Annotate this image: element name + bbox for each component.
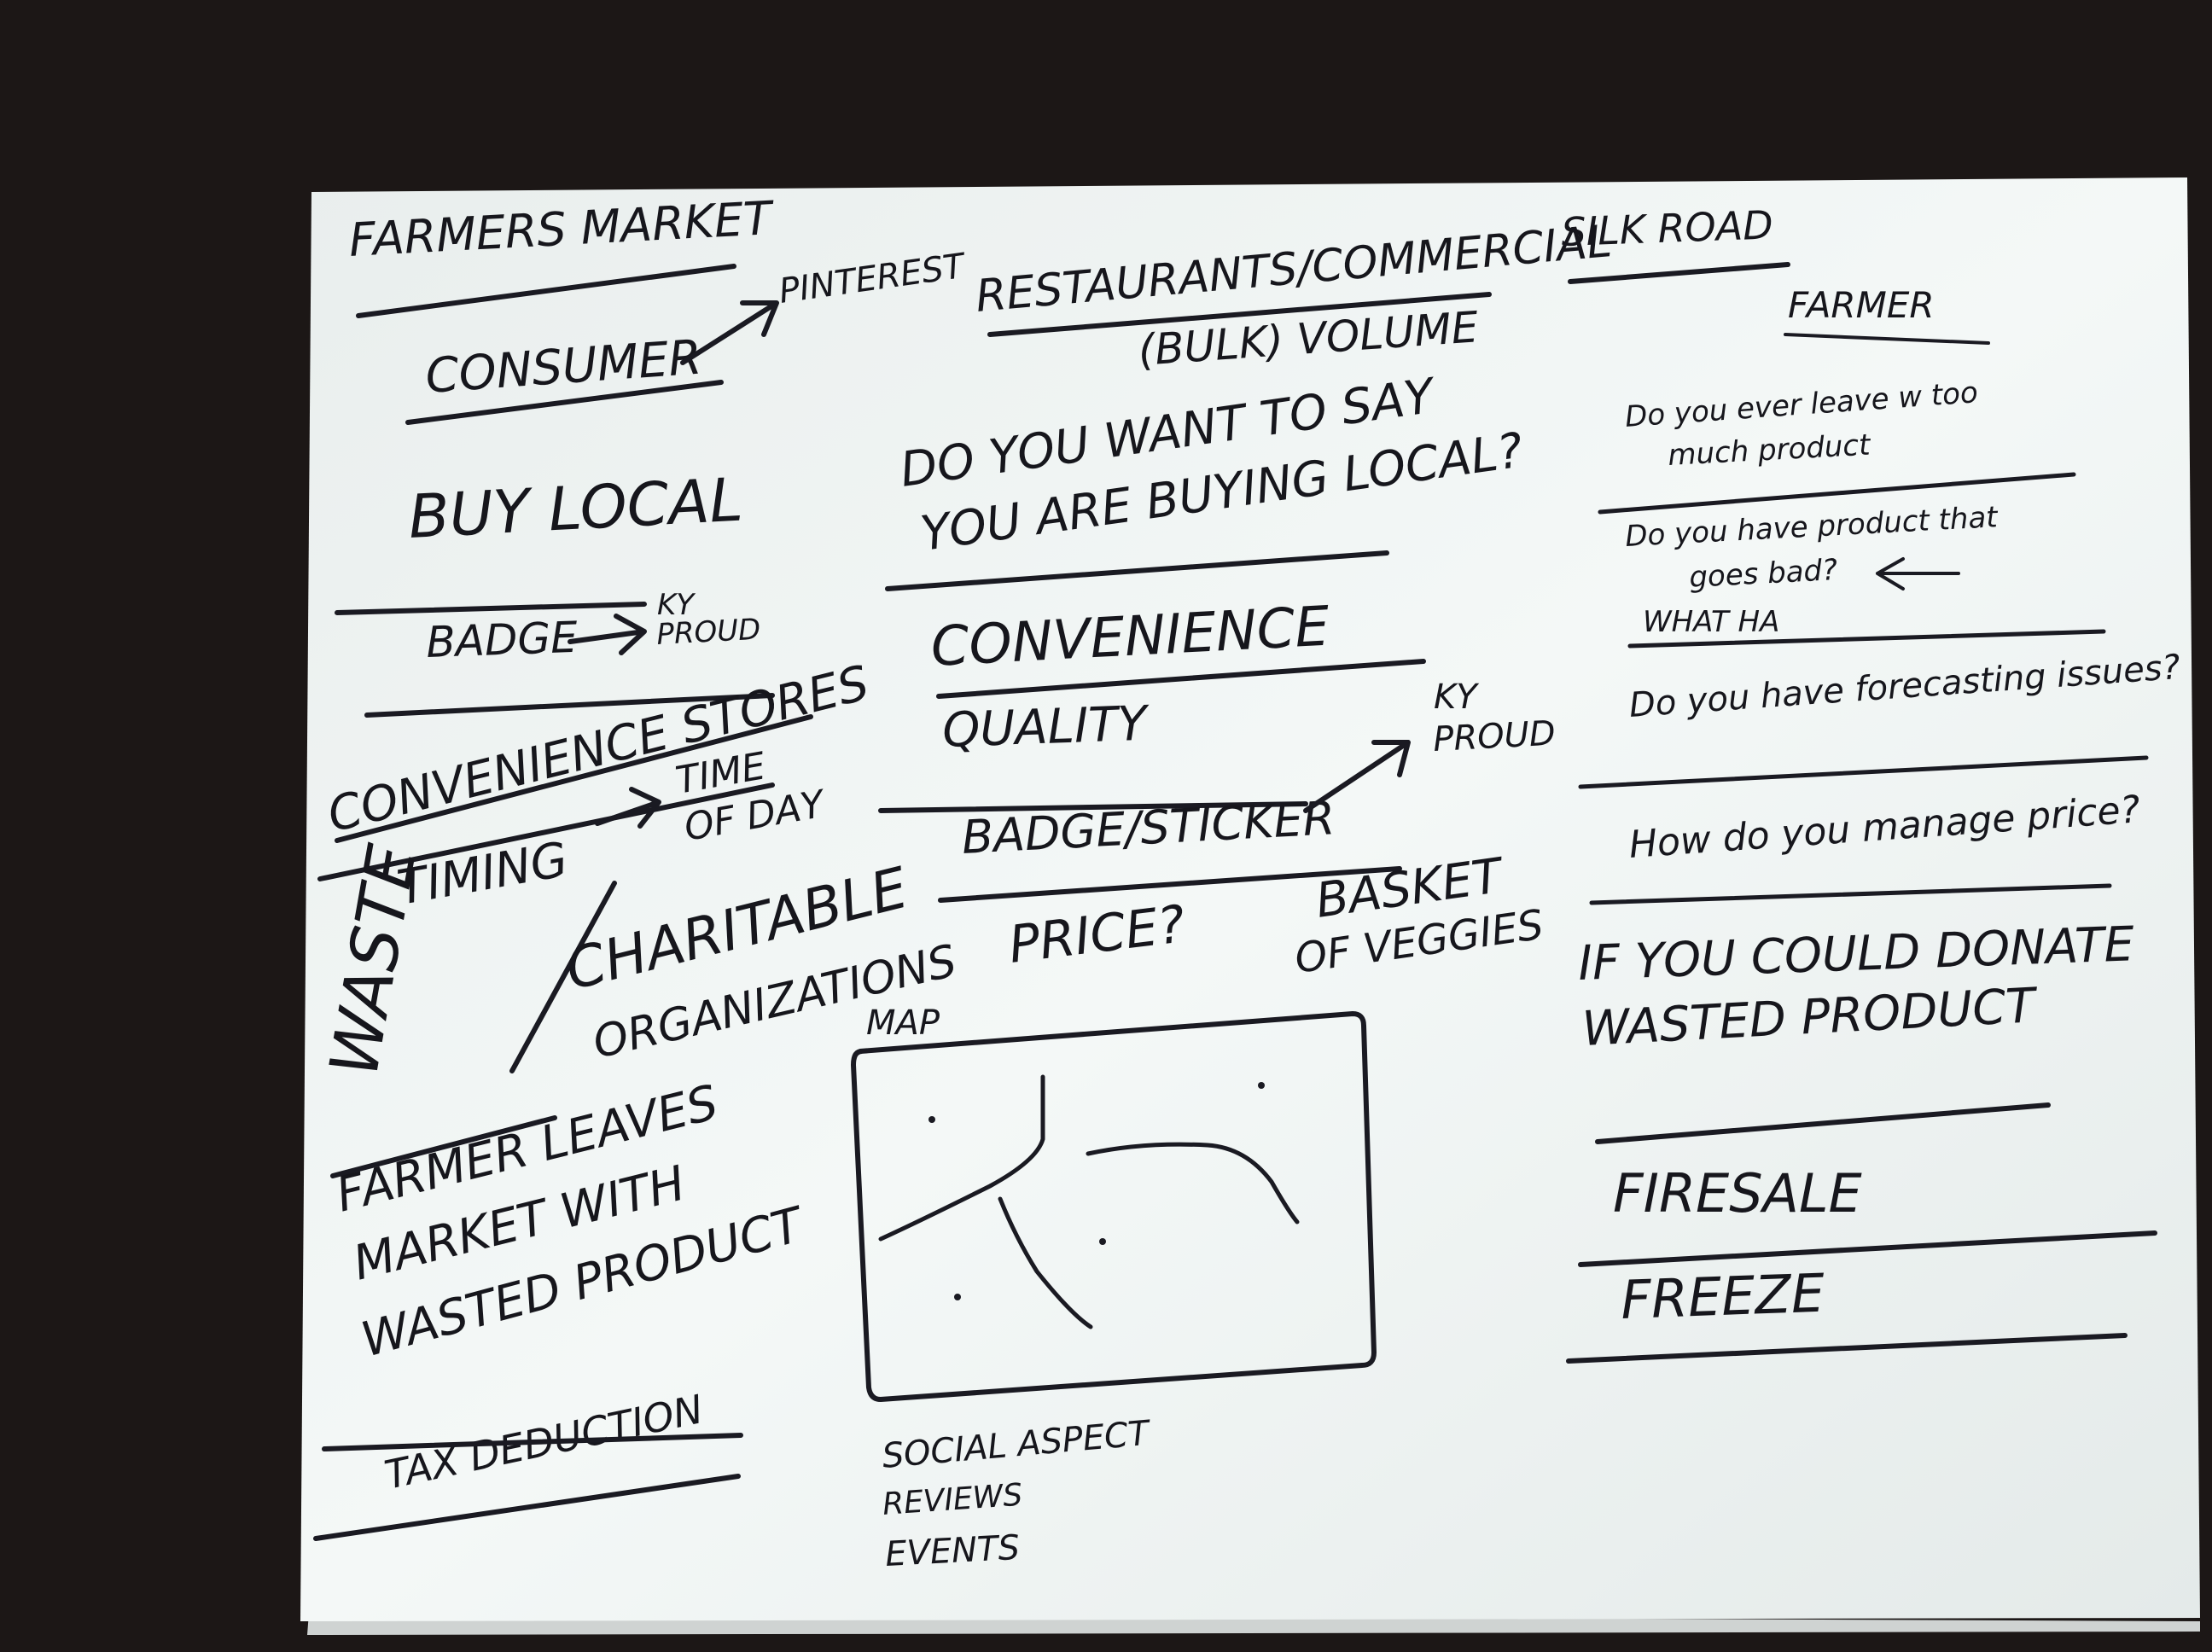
divider-line bbox=[1578, 1230, 2157, 1267]
map-road bbox=[998, 1196, 1093, 1329]
arrow-icon bbox=[1303, 740, 1411, 813]
buy-local-label: BUY LOCAL bbox=[407, 465, 745, 552]
divider-line bbox=[356, 264, 736, 318]
divider-line bbox=[335, 602, 647, 615]
divider-line bbox=[938, 866, 1402, 903]
map-marker bbox=[1258, 1082, 1265, 1089]
ky-proud-label: PROUD bbox=[1432, 714, 1557, 759]
map-road bbox=[1086, 1142, 1300, 1224]
ky-proud-label: KY bbox=[657, 588, 696, 622]
divider-line bbox=[1578, 755, 2149, 789]
badge-label: BADGE bbox=[425, 613, 579, 667]
ky-proud-label: PROUD bbox=[655, 613, 761, 652]
arrow-icon bbox=[1876, 557, 1960, 590]
divider-line bbox=[1598, 472, 2076, 515]
silk-road-heading: SILK ROAD bbox=[1560, 201, 1773, 255]
divider-line bbox=[322, 1433, 743, 1451]
divider-line bbox=[878, 801, 1308, 813]
arrow-icon bbox=[680, 300, 779, 365]
map-label: MAP bbox=[866, 1003, 940, 1043]
divider-line bbox=[1589, 883, 2112, 905]
map-road bbox=[878, 1074, 1045, 1242]
paper-sheet bbox=[300, 177, 2200, 1621]
quality-label: QUALITY bbox=[941, 696, 1150, 759]
divider-line bbox=[885, 550, 1389, 591]
divider-line bbox=[1627, 629, 2106, 649]
underline bbox=[335, 714, 813, 843]
map-marker bbox=[1099, 1238, 1106, 1245]
ky-proud-label: KY bbox=[1434, 678, 1480, 717]
arrow-icon bbox=[568, 614, 647, 655]
divider-line bbox=[1595, 1102, 2051, 1144]
divider-line bbox=[364, 693, 775, 718]
slash bbox=[509, 881, 617, 1073]
left-column: FARMERS MARKET CONSUMER PINTEREST BUY LO… bbox=[313, 191, 969, 1541]
map-marker bbox=[928, 1116, 935, 1123]
map-frame bbox=[851, 1011, 1377, 1402]
freeze-label: FREEZE bbox=[1620, 1262, 1826, 1331]
underline bbox=[987, 292, 1492, 337]
divider-line bbox=[330, 1115, 557, 1178]
divider-line bbox=[313, 1474, 741, 1541]
firesale-label: FIRESALE bbox=[1613, 1162, 1863, 1224]
divider-line bbox=[405, 380, 724, 425]
question-what-happens: WHAT HA bbox=[1643, 605, 1779, 639]
events-label: EVENTS bbox=[884, 1528, 1021, 1574]
map-marker bbox=[954, 1294, 961, 1300]
question-product-goes-bad: goes bad? bbox=[1688, 553, 1838, 595]
farmer-label: FARMER bbox=[1788, 284, 1935, 326]
divider-line bbox=[936, 659, 1426, 699]
divider-line bbox=[317, 782, 775, 881]
divider-line bbox=[1566, 1333, 2128, 1364]
divider-line bbox=[1568, 262, 1790, 284]
map-sketch bbox=[851, 1011, 1377, 1402]
underline bbox=[1784, 333, 1990, 345]
